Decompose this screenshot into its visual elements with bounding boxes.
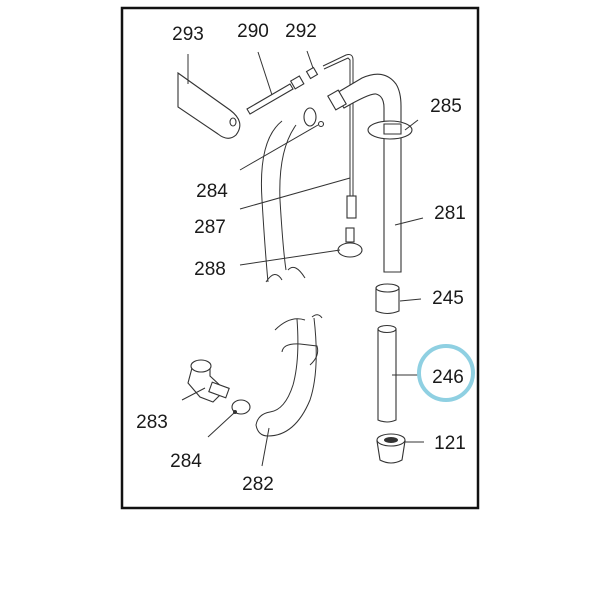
part-293-plate[interactable] [177, 54, 241, 139]
label-287: 287 [194, 217, 226, 238]
label-290: 290 [237, 21, 269, 42]
part-292-nut[interactable] [305, 50, 319, 80]
part-290-rod[interactable] [246, 51, 305, 115]
part-121-bushing[interactable] [376, 433, 424, 464]
part-282-hose-lower[interactable] [255, 314, 323, 467]
label-121: 121 [434, 433, 466, 454]
label-283: 283 [136, 412, 168, 433]
part-287-tube[interactable] [239, 54, 357, 219]
label-246: 246 [432, 367, 464, 388]
label-281: 281 [434, 203, 466, 224]
label-245: 245 [432, 288, 464, 309]
part-283-elbow[interactable] [181, 359, 230, 403]
part-285-flange[interactable] [367, 119, 419, 140]
part-288-foot[interactable] [239, 227, 363, 266]
part-246-tube[interactable] [377, 324, 418, 423]
part-284-clamp-lower[interactable] [207, 399, 251, 438]
label-292: 292 [285, 21, 317, 42]
part-284-clamp-upper[interactable] [239, 107, 325, 171]
highlight-circle [417, 344, 475, 402]
label-284-lower: 284 [170, 451, 202, 472]
label-285: 285 [430, 96, 462, 117]
label-282: 282 [242, 474, 274, 495]
label-288: 288 [194, 259, 226, 280]
part-245-sleeve[interactable] [375, 283, 422, 315]
label-284-upper: 284 [196, 181, 228, 202]
label-293: 293 [172, 24, 204, 45]
